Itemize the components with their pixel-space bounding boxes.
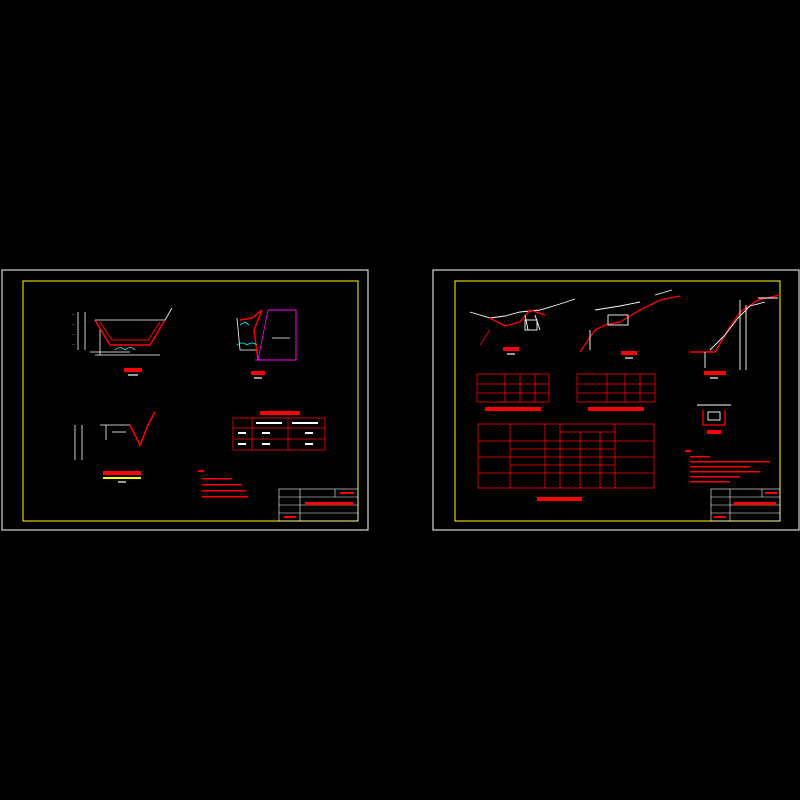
section-b-drawing: [236, 309, 297, 361]
table-small-title: [260, 411, 300, 415]
sheet-2-title-block-text: [714, 492, 777, 518]
section-c-underline: [103, 477, 141, 479]
profile-1-title: [503, 347, 519, 351]
table-left-title: [485, 407, 541, 411]
table-main-title: [537, 497, 582, 501]
table-left: [476, 373, 550, 403]
sheet-2-frame: [432, 269, 800, 531]
sheet-1-notes: [198, 470, 248, 498]
profile-3-title: [704, 371, 726, 375]
profile-3-scale: [710, 377, 718, 379]
sheet-1-frame: [1, 269, 369, 531]
sheet-1-border: [22, 280, 359, 522]
sheet-2-border: [454, 280, 781, 522]
detail-1-drawing: [697, 404, 731, 426]
section-a-scale: [128, 374, 138, 376]
profile-2-title: [621, 351, 637, 355]
detail-1-title: [707, 430, 721, 434]
section-c-drawing: [74, 411, 156, 460]
table-small: [232, 417, 326, 451]
sheet-1-title-block-text: [284, 492, 354, 518]
sheet-1: — — — —: [1, 269, 369, 531]
section-c-scale: [118, 481, 126, 483]
svg-text:—: —: [72, 312, 75, 316]
profile-2-scale: [625, 357, 633, 359]
profile-2-drawing: [579, 289, 681, 353]
section-b-title: [251, 371, 265, 375]
table-right-title: [588, 407, 644, 411]
sheet-2: [432, 269, 800, 531]
svg-text:—: —: [72, 342, 75, 346]
section-a-ticks: — — — —: [72, 312, 75, 346]
section-a-drawing: [77, 307, 173, 356]
section-c-title: [103, 471, 141, 475]
table-small-cells: [238, 422, 318, 445]
sheet-2-notes: [685, 450, 770, 483]
table-right: [576, 373, 656, 403]
svg-text:—: —: [72, 322, 75, 326]
profile-1-drawing: [469, 298, 576, 346]
svg-text:—: —: [72, 332, 75, 336]
section-a-title: [124, 368, 142, 372]
section-b-scale: [254, 377, 262, 379]
table-main: [477, 423, 655, 489]
profile-1-scale: [507, 353, 515, 355]
profile-3-drawing: [690, 294, 781, 370]
